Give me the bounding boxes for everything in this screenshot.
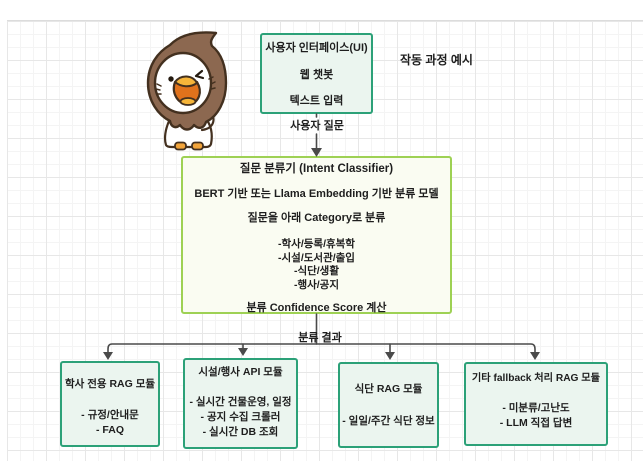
module-title: 학사 전용 RAG 모듈 [64, 378, 156, 390]
module-item: - 공지 수집 크롤러 [200, 411, 281, 423]
node-user-interface-line2: 텍스트 입력 [289, 95, 344, 107]
classifier-model-line: BERT 기반 또는 Llama Embedding 기반 분류 모델 [194, 188, 439, 200]
module-item: - 미분류/고난도 [502, 402, 570, 414]
classifier-category-item: -식단/생활 [293, 265, 340, 277]
module-title: 기타 fallback 처리 RAG 모듈 [471, 373, 601, 384]
node-module-facility-api: 시설/행사 API 모듈 - 실시간 건물운영, 일정 - 공지 수집 크롤러 … [183, 358, 298, 449]
node-module-academic-rag: 학사 전용 RAG 모듈 - 규정/안내문 - FAQ [60, 361, 160, 447]
module-item: - 실시간 DB 조회 [202, 426, 279, 438]
module-items: - 규정/안내문 - FAQ [81, 408, 139, 438]
mascot-eye-left [168, 76, 174, 82]
classifier-category-line: 질문을 아래 Category로 분류 [247, 212, 386, 224]
classifier-category-item: -시설/도서관/출입 [278, 251, 355, 264]
module-items: - 실시간 건물운영, 일정 - 공지 수집 크롤러 - 실시간 DB 조회 [189, 395, 291, 440]
module-item: - LLM 직접 답변 [499, 417, 573, 429]
module-title: 시설/행사 API 모듈 [198, 366, 283, 378]
classifier-category-item: -학사/등록/휴복학 [278, 238, 355, 250]
module-item: - 규정/안내문 [81, 409, 139, 421]
mascot-laugh-marks-right [208, 76, 216, 90]
mascot-foot-right [191, 141, 204, 151]
node-user-interface: 사용자 인터페이스(UI) 웹 챗봇 텍스트 입력 [260, 33, 373, 114]
mascot-beak-upper [174, 75, 198, 88]
module-item: - FAQ [95, 424, 124, 436]
mascot-foot-left [174, 141, 187, 151]
edge-label-classification-result: 분류 결과 [298, 332, 342, 344]
mascot-laugh-marks-left [155, 83, 162, 95]
owl-mascot-illustration [146, 31, 228, 151]
classifier-title: 질문 분류기 (Intent Classifier) [239, 163, 394, 175]
module-item: - 일일/주간 식단 정보 [342, 415, 435, 427]
node-module-fallback-rag: 기타 fallback 처리 RAG 모듈 - 미분류/고난도 - LLM 직접… [464, 362, 608, 446]
node-user-interface-line1: 웹 챗봇 [299, 69, 334, 81]
classifier-category-item: -행사/공지 [293, 278, 340, 291]
module-title: 식단 RAG 모듈 [354, 383, 423, 395]
classifier-score-line: 분류 Confidence Score 계산 [246, 302, 387, 314]
module-items: - 미분류/고난도 - LLM 직접 답변 [500, 401, 572, 431]
mascot-beak-lower [179, 97, 197, 106]
edge-label-user-question: 사용자 질문 [290, 120, 344, 132]
classifier-category-list: -학사/등록/휴복학 -시설/도서관/출입 -식단/생활 -행사/공지 [278, 238, 355, 292]
node-module-meal-rag: 식단 RAG 모듈 - 일일/주간 식단 정보 [338, 362, 439, 448]
diagram-caption: 작동 과정 예시 [400, 53, 473, 67]
module-items: - 일일/주간 식단 정보 [342, 414, 434, 429]
module-item: - 실시간 건물운영, 일정 [189, 396, 292, 408]
node-intent-classifier: 질문 분류기 (Intent Classifier) BERT 기반 또는 Ll… [181, 156, 452, 314]
mascot-eye-wink [194, 69, 205, 80]
node-user-interface-title: 사용자 인터페이스(UI) [265, 42, 368, 54]
